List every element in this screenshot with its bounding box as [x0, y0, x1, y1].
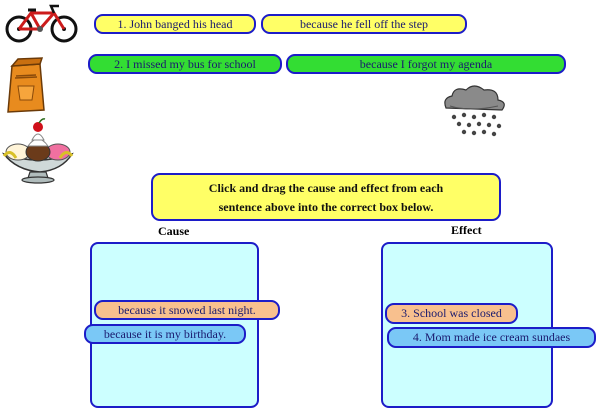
- effect-drop-box[interactable]: [381, 242, 553, 408]
- cause-card-1[interactable]: 1. John banged his head: [94, 14, 256, 34]
- instructions-line-2: sentence above into the correct box belo…: [218, 200, 434, 214]
- snow-cloud-icon: [444, 85, 505, 137]
- ice-cream-sundae-icon: [1, 118, 74, 184]
- bicycle-icon: [5, 4, 78, 43]
- cause-card-2[interactable]: 2. I missed my bus for school: [88, 54, 282, 74]
- effect-column-label: Effect: [451, 223, 482, 237]
- cause-card-4[interactable]: because it is my birthday.: [84, 324, 246, 344]
- effect-card-4[interactable]: 4. Mom made ice cream sundaes: [387, 327, 596, 348]
- cause-card-3[interactable]: because it snowed last night.: [94, 300, 280, 320]
- effect-card-2[interactable]: because I forgot my agenda: [286, 54, 566, 74]
- lunch-bag-icon: [7, 57, 45, 113]
- instructions-box: Click and drag the cause and effect from…: [151, 173, 501, 221]
- instructions-line-1: Click and drag the cause and effect from…: [208, 181, 444, 195]
- effect-card-1[interactable]: because he fell off the step: [261, 14, 467, 34]
- effect-card-3[interactable]: 3. School was closed: [385, 303, 518, 324]
- cause-column-label: Cause: [158, 224, 190, 238]
